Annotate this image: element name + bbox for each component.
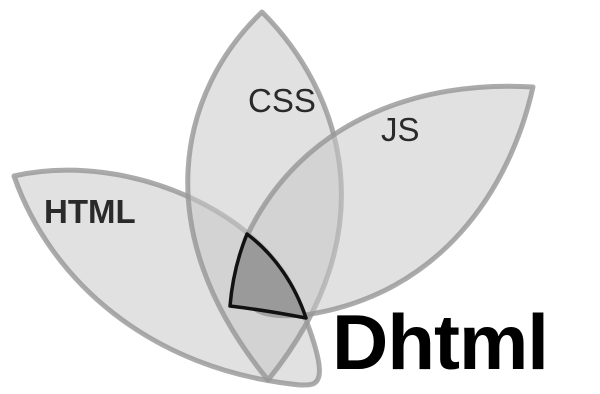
html-label: HTML [44,193,136,230]
css-label: CSS [248,82,316,119]
diagram-title: Dhtml [332,298,549,386]
intersection-region [228,232,308,320]
js-label: JS [381,111,420,148]
